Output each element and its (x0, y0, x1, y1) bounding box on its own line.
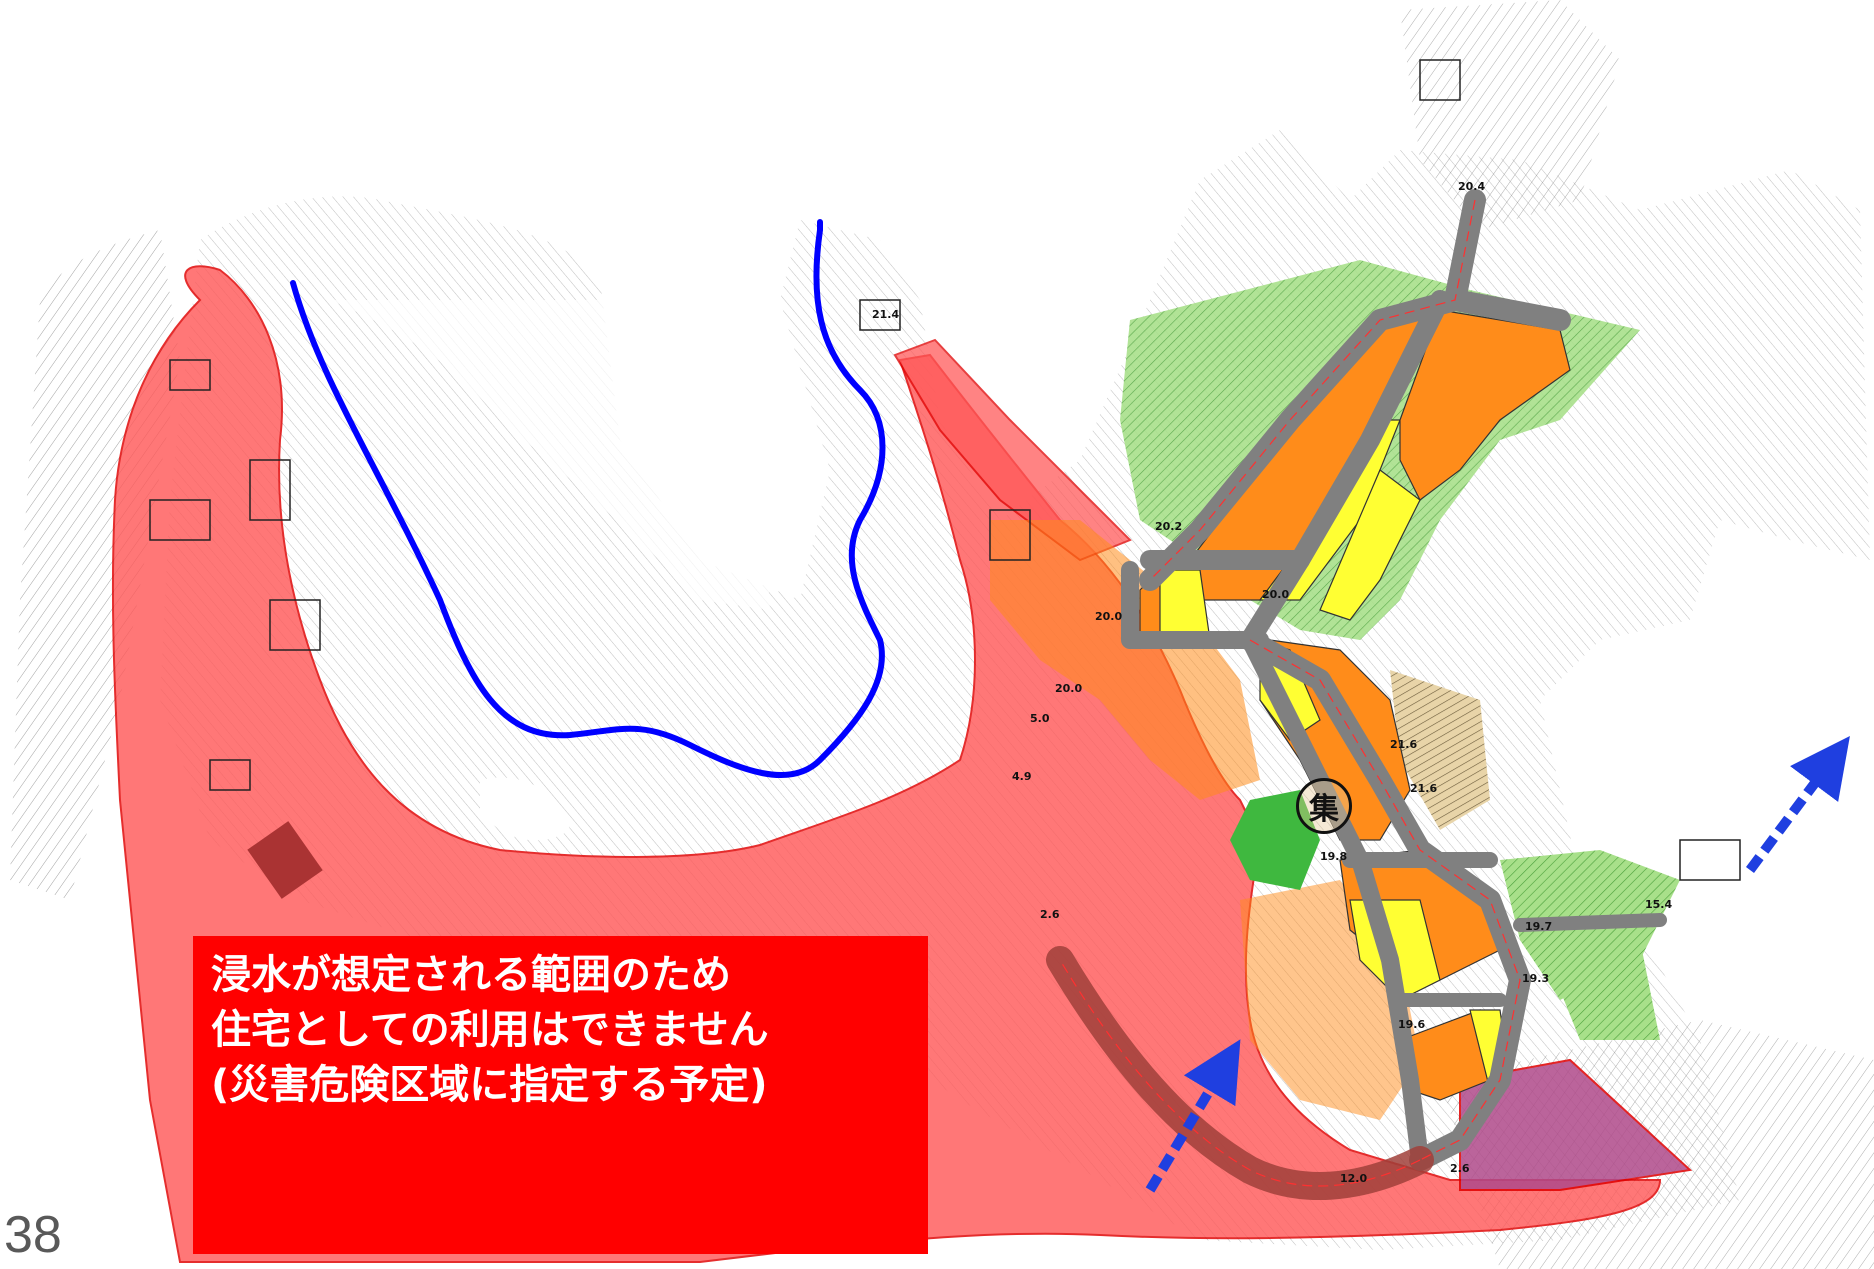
elevation-label: 21.4 (872, 308, 899, 321)
elevation-label: 2.6 (1040, 908, 1060, 921)
elevation-label: 20.2 (1155, 520, 1182, 533)
flood-warning-callout: 浸水が想定される範囲のため 住宅としての利用はできません (災害危険区域に指定す… (193, 936, 928, 1254)
valley-clearing (330, 300, 770, 610)
callout-line-3: (災害危険区域に指定する予定) (211, 1062, 768, 1108)
river-line (290, 219, 886, 778)
developed-area-hatched (990, 520, 1260, 800)
elevation-label: 4.9 (1012, 770, 1032, 783)
arrow-east (1745, 735, 1850, 873)
elevation-label: 12.0 (1340, 1172, 1367, 1185)
elevation-label: 19.8 (1320, 850, 1347, 863)
green-slope-southeast (1540, 940, 1660, 1040)
purple-zone (1459, 1058, 1693, 1191)
elevation-label: 2.6 (1450, 1162, 1470, 1175)
page-number: 38 (4, 1206, 62, 1264)
road-centerlines (1059, 199, 1521, 1187)
elevation-label: 19.6 (1398, 1018, 1425, 1031)
elevation-labels: 20.4 21.4 20.2 20.0 20.0 20.0 5.0 4.9 21.6 21.6 19… (872, 180, 1672, 1185)
buildings (149, 59, 1741, 881)
community-facility-marker: 集 (1296, 778, 1352, 834)
callout-line-2: 住宅としての利用はできません (211, 1007, 769, 1053)
elevation-label: 5.0 (1030, 712, 1050, 725)
elevation-label: 19.3 (1522, 972, 1549, 985)
elevation-label: 20.0 (1262, 588, 1289, 601)
warehouse-building (247, 821, 323, 899)
brown-hatched-slope (1390, 670, 1490, 830)
elevation-label: 20.0 (1095, 610, 1122, 623)
elevation-label: 20.4 (1458, 180, 1485, 193)
lower-clearing (480, 777, 570, 841)
callout-line-1: 浸水が想定される範囲のため (211, 952, 731, 998)
arrow-southwest (1145, 1039, 1241, 1193)
elevation-label: 15.4 (1645, 898, 1672, 911)
residential-lots (1139, 308, 1571, 1101)
elevation-label: 21.6 (1410, 782, 1437, 795)
elevation-label: 21.6 (1390, 738, 1417, 751)
elevation-label: 20.0 (1055, 682, 1082, 695)
elevation-label: 19.7 (1525, 920, 1552, 933)
